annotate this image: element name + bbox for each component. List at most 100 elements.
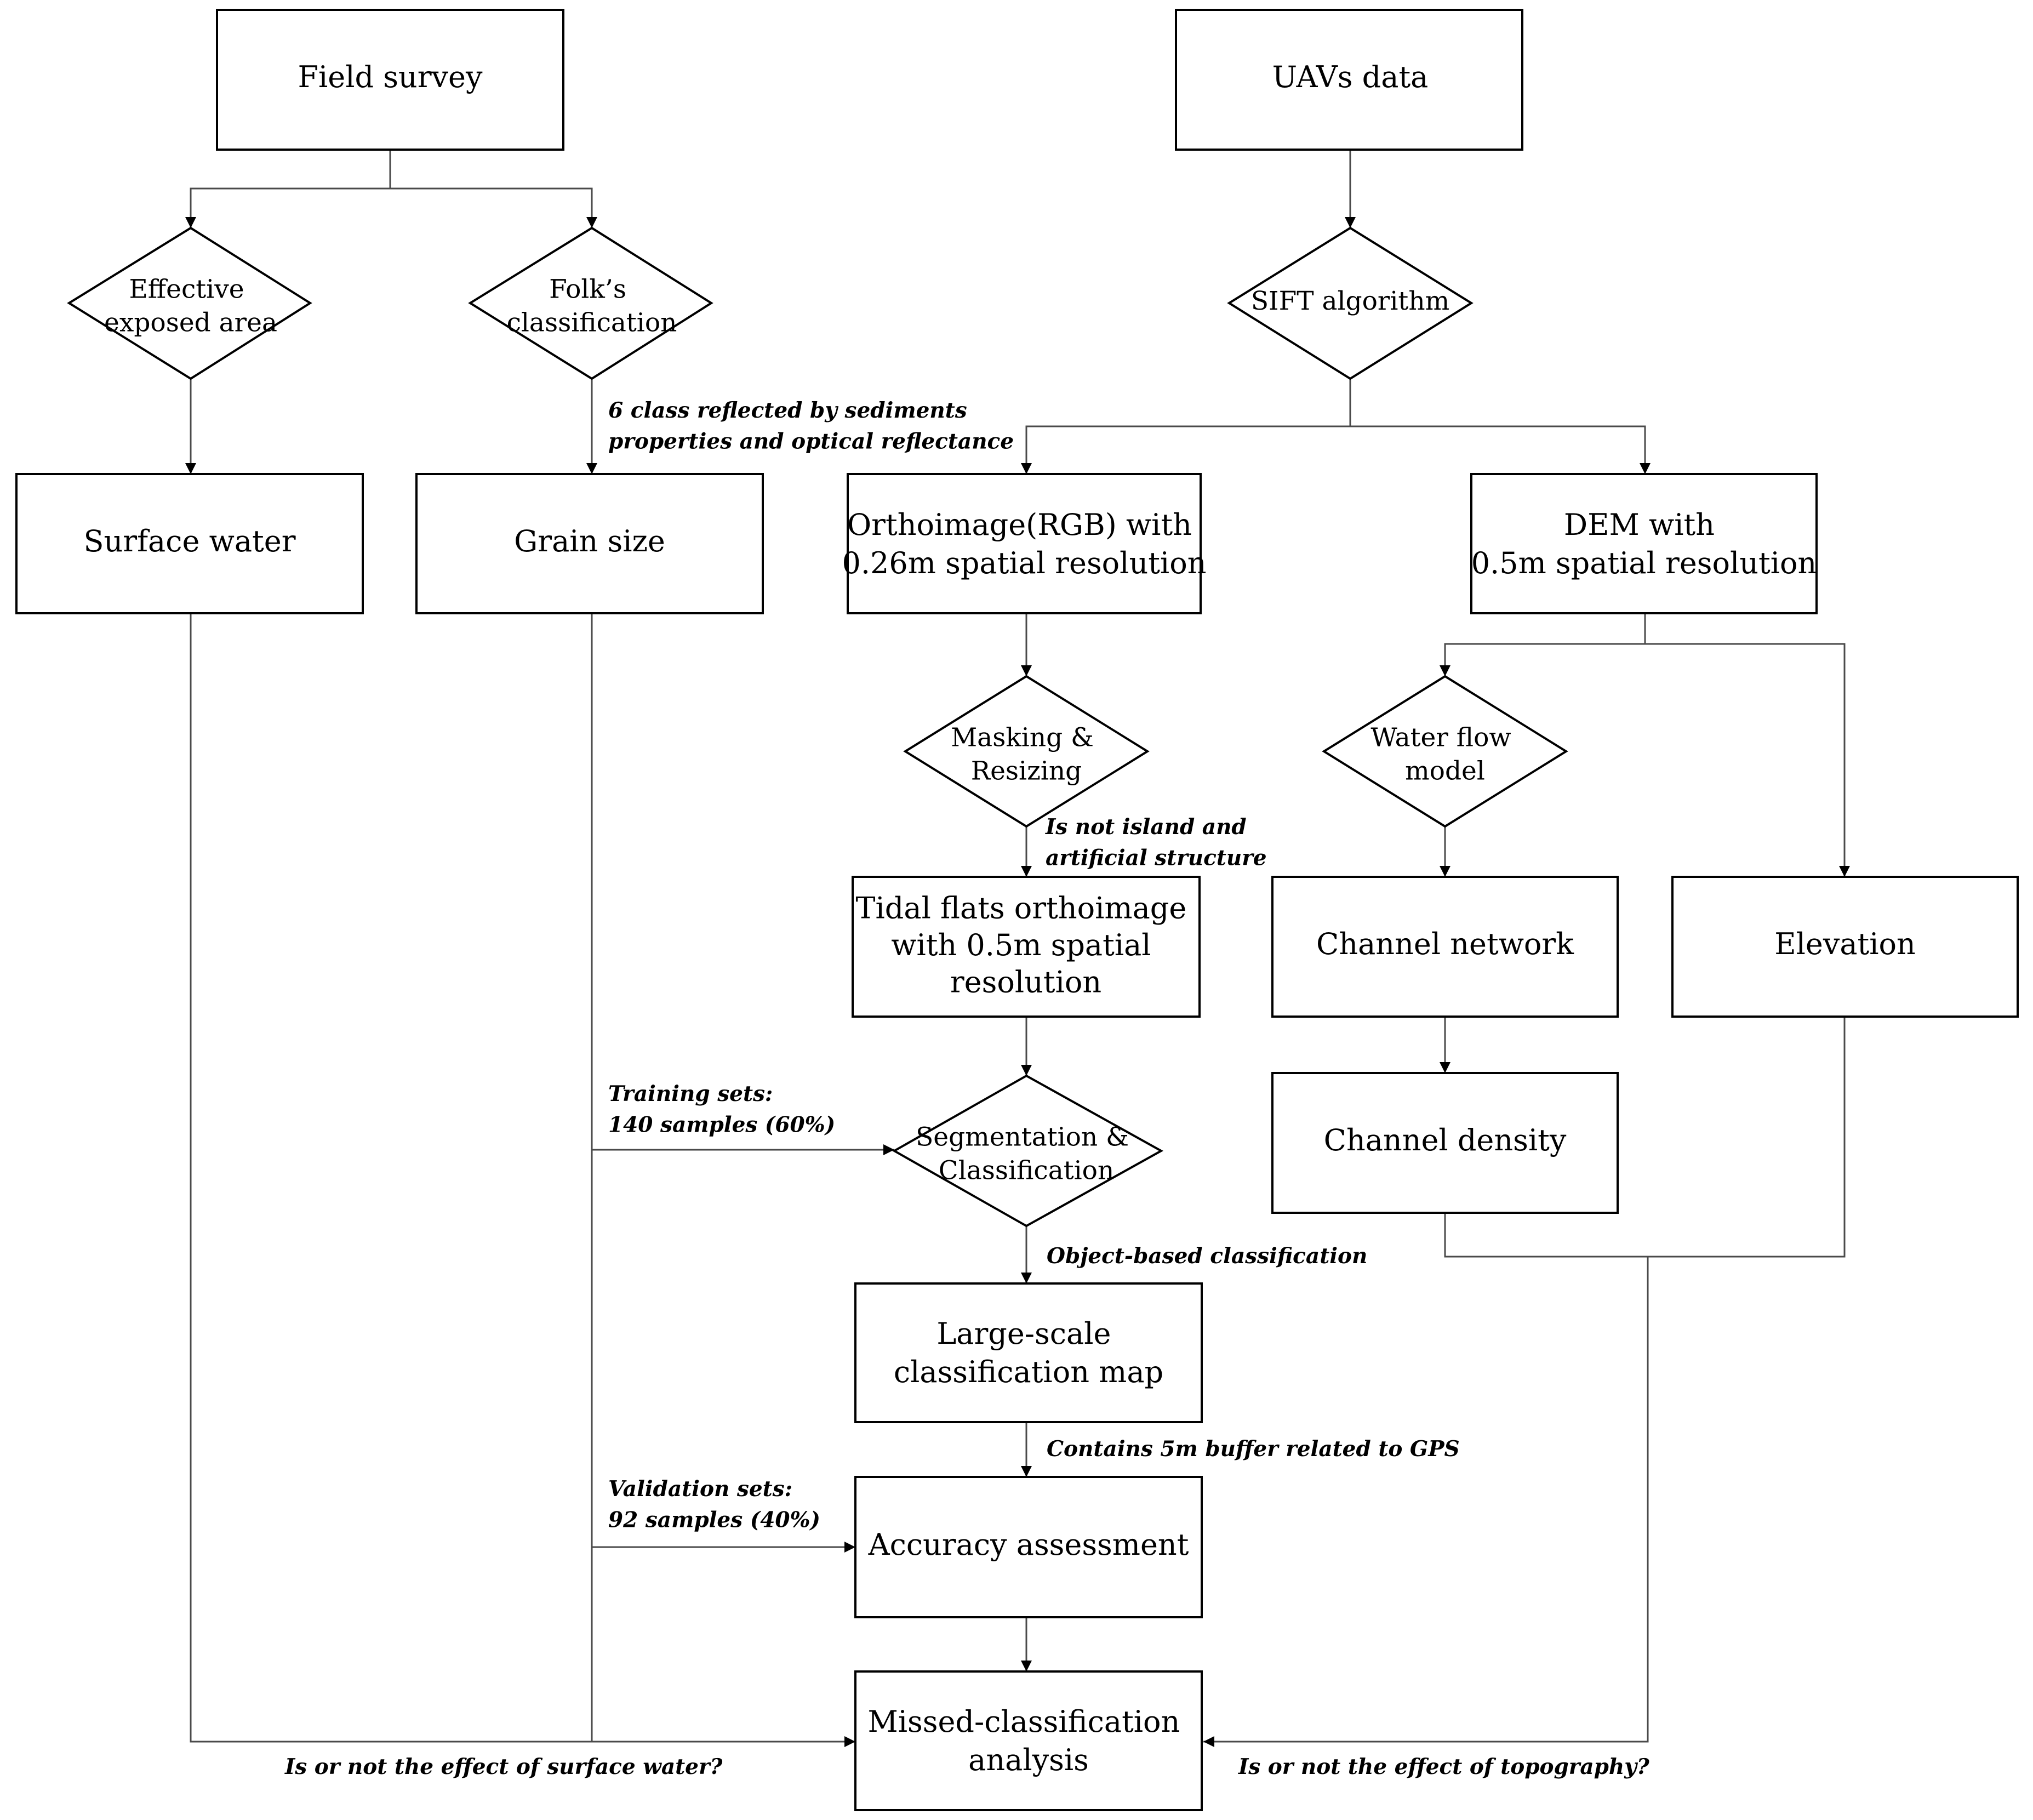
- not-island-line-1: Is not island and: [1045, 814, 1247, 840]
- training-sets-line-1: Training sets:: [608, 1081, 773, 1106]
- large-scale-map-line-1: Large-scale: [936, 1316, 1111, 1351]
- field-survey-box: [216, 9, 564, 151]
- dem-line-2: 0.5m spatial resolution: [1471, 546, 1817, 580]
- segmentation-line-2: Classification: [939, 1156, 1114, 1186]
- sift-algorithm-label: SIFT algorithm: [1251, 286, 1449, 316]
- not-island-line-2: artificial structure: [1046, 846, 1267, 871]
- effective-exposed-area-label: Effective exposed area: [104, 275, 277, 338]
- tidal-flats-line-2: with 0.5m spatial: [891, 928, 1151, 962]
- missed-classification-node: Missed-classification analysis: [854, 1670, 1203, 1811]
- connector-dem-to-elevation: [1645, 643, 1850, 877]
- large-scale-map-node: Large-scale classification map: [854, 1282, 1203, 1423]
- field-survey-label: Field survey: [298, 60, 483, 94]
- uavs-data-label: UAVs data: [1272, 60, 1429, 94]
- surface-water-effect-annotation: Is or not the effect of surface water?: [284, 1754, 723, 1779]
- grain-size-box: [415, 473, 764, 614]
- masking-resizing-diamond: [903, 675, 1150, 828]
- tidal-flats-line-3: resolution: [950, 965, 1101, 1000]
- connector-surface-water-to-missed: [190, 613, 855, 1747]
- tidal-flats-orthoimage-label: Tidal flats orthoimage with 0.5m spatial…: [856, 891, 1196, 1000]
- surface-water-label: Surface water: [83, 524, 295, 558]
- missed-classification-line-1: Missed-classification: [867, 1704, 1180, 1739]
- orthoimage-node: Orthoimage(RGB) with 0.26m spatial resol…: [842, 473, 1207, 614]
- orthoimage-label: Orthoimage(RGB) with 0.26m spatial resol…: [842, 507, 1207, 580]
- connector-to-water-flow-model: [1440, 643, 1645, 676]
- folks-classification-node: Folk’s classification: [468, 226, 713, 380]
- elevation-label: Elevation: [1774, 927, 1916, 961]
- masking-resizing-line-2: Resizing: [971, 756, 1082, 786]
- dem-node: DEM with 0.5m spatial resolution: [1470, 473, 1818, 614]
- uavs-data-box: [1175, 9, 1523, 151]
- grain-size-label: Grain size: [514, 524, 665, 558]
- folks-classification-label: Folk’s classification: [507, 275, 677, 338]
- channel-density-node: Channel density: [1271, 1072, 1619, 1214]
- dem-box: [1470, 473, 1818, 614]
- channel-network-node: Channel network: [1271, 876, 1619, 1018]
- gps-buffer-annotation: Contains 5m buffer related to GPS: [1047, 1436, 1460, 1462]
- missed-classification-label: Missed-classification analysis: [867, 1704, 1189, 1777]
- effective-exposed-area-diamond: [67, 226, 312, 380]
- masking-resizing-line-1: Masking &: [951, 723, 1094, 753]
- water-flow-model-diamond: [1322, 675, 1568, 828]
- not-island-annotation: Is not island and artificial structure: [1045, 814, 1267, 871]
- missed-classification-box: [854, 1670, 1203, 1811]
- channel-density-box: [1271, 1072, 1619, 1214]
- water-flow-model-line-1: Water flow: [1370, 723, 1511, 753]
- connector-to-orthoimage: [1021, 425, 1350, 474]
- sift-algorithm-diamond: [1227, 226, 1474, 380]
- connector-to-dem: [1350, 425, 1651, 474]
- segmentation-classification-label: Segmentation & Classification: [916, 1122, 1137, 1186]
- six-class-annotation: 6 class reflected by sediments propertie…: [608, 398, 1014, 454]
- channel-network-box: [1271, 876, 1619, 1018]
- water-flow-model-line-2: model: [1405, 756, 1485, 786]
- effective-exposed-area-line-1: Effective: [129, 275, 244, 305]
- dem-label: DEM with 0.5m spatial resolution: [1471, 507, 1817, 580]
- six-class-line-2: properties and optical reflectance: [608, 429, 1014, 454]
- folks-classification-diamond: [468, 226, 713, 380]
- training-sets-line-2: 140 samples (60%): [608, 1112, 835, 1138]
- tidal-flats-orthoimage-node: Tidal flats orthoimage with 0.5m spatial…: [852, 876, 1201, 1018]
- accuracy-assessment-label: Accuracy assessment: [868, 1527, 1189, 1562]
- channel-density-label: Channel density: [1324, 1123, 1567, 1157]
- connector-topography-to-missed: [1203, 1257, 1649, 1747]
- elevation-box: [1671, 876, 2019, 1018]
- segmentation-classification-node: Segmentation & Classification: [892, 1074, 1164, 1228]
- folks-classification-line-2: classification: [507, 308, 677, 338]
- connector-channel-density-down: [1444, 1017, 1846, 1258]
- large-scale-map-line-2: classification map: [894, 1355, 1163, 1389]
- missed-classification-line-2: analysis: [968, 1743, 1089, 1777]
- accuracy-assessment-box: [854, 1476, 1203, 1618]
- training-sets-annotation: Training sets: 140 samples (60%): [608, 1081, 835, 1138]
- field-survey-node: Field survey: [216, 9, 564, 151]
- validation-sets-line-2: 92 samples (40%): [608, 1508, 820, 1533]
- water-flow-model-label: Water flow model: [1370, 723, 1519, 786]
- tidal-flats-line-1: Tidal flats orthoimage: [856, 891, 1187, 926]
- channel-network-label: Channel network: [1316, 927, 1574, 961]
- effective-exposed-area-node: Effective exposed area: [67, 226, 312, 380]
- six-class-line-1: 6 class reflected by sediments: [608, 398, 967, 423]
- masking-resizing-label: Masking & Resizing: [951, 723, 1102, 786]
- orthoimage-line-2: 0.26m spatial resolution: [842, 546, 1207, 580]
- masking-resizing-node: Masking & Resizing: [903, 675, 1150, 828]
- edge-annotations: 6 class reflected by sediments propertie…: [284, 398, 1650, 1779]
- dem-line-1: DEM with: [1564, 507, 1715, 542]
- large-scale-map-label: Large-scale classification map: [894, 1316, 1163, 1389]
- topography-effect-annotation: Is or not the effect of topography?: [1238, 1754, 1650, 1779]
- folks-classification-line-1: Folk’s: [549, 275, 626, 305]
- surface-water-node: Surface water: [15, 473, 364, 614]
- connectors: [185, 150, 1850, 1747]
- tidal-flats-orthoimage-box: [852, 876, 1201, 1018]
- accuracy-assessment-node: Accuracy assessment: [854, 1476, 1203, 1618]
- connector-to-folks-classification: [390, 187, 597, 228]
- sift-algorithm-node: SIFT algorithm: [1227, 226, 1474, 380]
- elevation-node: Elevation: [1671, 876, 2019, 1018]
- validation-sets-annotation: Validation sets: 92 samples (40%): [608, 1476, 820, 1533]
- effective-exposed-area-line-2: exposed area: [104, 308, 277, 338]
- water-flow-model-node: Water flow model: [1322, 675, 1568, 828]
- object-based-annotation: Object-based classification: [1047, 1243, 1367, 1269]
- validation-sets-line-1: Validation sets:: [608, 1476, 792, 1502]
- segmentation-line-1: Segmentation &: [916, 1122, 1129, 1153]
- orthoimage-line-1: Orthoimage(RGB) with: [847, 507, 1192, 542]
- grain-size-node: Grain size: [415, 473, 764, 614]
